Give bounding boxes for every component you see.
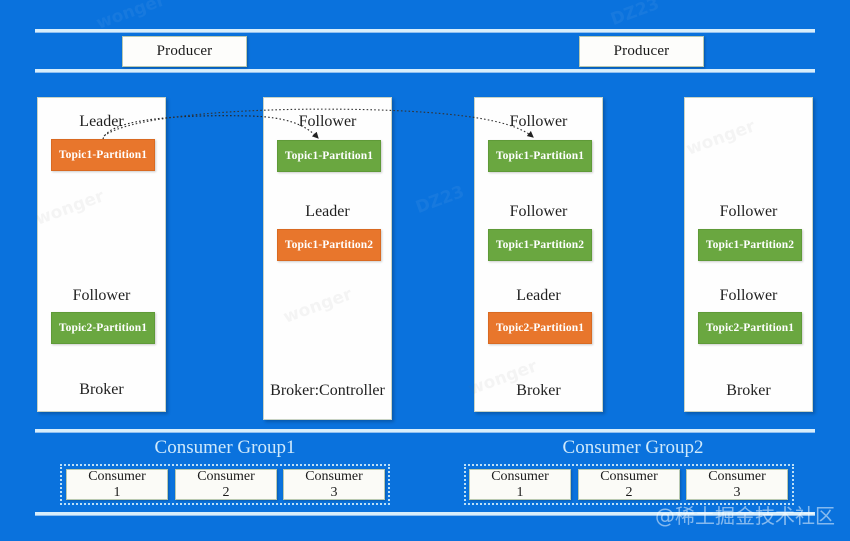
background-watermark: wonger: [280, 284, 355, 328]
broker-column-3[interactable]: wonger Follower Topic1-Partition1 Follow…: [466, 97, 603, 412]
broker1-slot-1: Leader: [38, 112, 165, 132]
role-label: Follower: [509, 113, 568, 130]
partition-label: Topic1-Partition2: [284, 239, 374, 251]
broker2-slot-2: Leader: [264, 202, 391, 222]
partition-label: Topic1-Partition1: [495, 150, 585, 162]
partition-follower-topic1-partition2[interactable]: Topic1-Partition2: [698, 229, 802, 261]
partition-label: Topic1-Partition1: [58, 149, 148, 161]
broker-name: Broker: [516, 382, 561, 399]
broker3-slot-3: Leader: [475, 286, 602, 306]
broker3-slot-2: Follower: [475, 202, 602, 222]
consumer-label: Consumer: [600, 468, 658, 484]
broker4-slot-2: Follower: [685, 286, 812, 306]
consumer-group-1-title: Consumer Group1: [154, 437, 296, 458]
broker-column-1[interactable]: wonger Leader Topic1-Partition1 Follower…: [33, 97, 166, 412]
consumer-group-2-container: [464, 464, 794, 505]
broker1-slot-2: Follower: [38, 286, 165, 306]
role-label: Leader: [516, 287, 561, 304]
partition-label: Topic1-Partition1: [284, 150, 374, 162]
broker-column-4[interactable]: wonger Follower Topic1-Partition2 Follow…: [684, 97, 813, 412]
partition-label: Topic2-Partition1: [705, 322, 795, 334]
broker4-slot-1: Follower: [685, 202, 812, 222]
partition-label: Topic1-Partition2: [495, 239, 585, 251]
partition-label: Topic2-Partition1: [495, 322, 585, 334]
role-label: Follower: [509, 203, 568, 220]
partition-follower-topic1-partition1[interactable]: Topic1-Partition1: [277, 140, 381, 172]
consumer-box-2-3[interactable]: Consumer 3: [686, 469, 788, 500]
partition-leader-topic1-partition1[interactable]: Topic1-Partition1: [51, 139, 155, 171]
consumer-index: 1: [113, 484, 121, 500]
partition-label: Topic2-Partition1: [58, 322, 148, 334]
broker-name: Broker:Controller: [270, 382, 385, 399]
broker-name: Broker: [79, 381, 124, 398]
broker2-slot-1: Follower: [264, 112, 391, 132]
role-label: Follower: [719, 287, 778, 304]
role-label: Follower: [298, 113, 357, 130]
partition-leader-topic2-partition1[interactable]: Topic2-Partition1: [488, 312, 592, 344]
broker-name: Broker: [726, 382, 771, 399]
consumer-index: 2: [222, 484, 230, 500]
consumer-box-1-3[interactable]: Consumer 3: [283, 469, 385, 500]
broker3-slot-1: Follower: [475, 112, 602, 132]
consumer-label: Consumer: [305, 468, 363, 484]
partition-follower-topic1-partition2[interactable]: Topic1-Partition2: [488, 229, 592, 261]
partition-leader-topic1-partition2[interactable]: Topic1-Partition2: [277, 229, 381, 261]
consumer-label: Consumer: [88, 468, 146, 484]
site-watermark: @稀土掘金技术社区: [655, 504, 835, 528]
rule-consumer-bottom: [35, 512, 815, 515]
consumer-label: Consumer: [491, 468, 549, 484]
background-watermark: DZ23: [413, 182, 468, 218]
consumer-box-2-2[interactable]: Consumer 2: [578, 469, 680, 500]
consumer-index: 3: [733, 484, 741, 500]
role-label: Follower: [719, 203, 778, 220]
consumer-index: 3: [330, 484, 338, 500]
role-label: Leader: [305, 203, 350, 220]
consumer-group-2-title: Consumer Group2: [562, 437, 704, 458]
role-label: Follower: [72, 287, 131, 304]
consumer-label: Consumer: [197, 468, 255, 484]
partition-follower-topic2-partition1[interactable]: Topic2-Partition1: [698, 312, 802, 344]
producer-label: Producer: [156, 43, 213, 59]
producer-box-1[interactable]: Producer: [122, 36, 247, 67]
producer-label: Producer: [613, 43, 670, 59]
background-watermark: wonger: [683, 116, 758, 160]
rule-producer-bottom: [35, 69, 815, 72]
partition-follower-topic2-partition1[interactable]: Topic2-Partition1: [51, 312, 155, 344]
role-label: Leader: [79, 113, 124, 130]
broker-column-2[interactable]: wonger Follower Topic1-Partition1 Leader…: [263, 97, 392, 420]
background-watermark: wonger: [32, 186, 107, 230]
consumer-box-2-1[interactable]: Consumer 1: [469, 469, 571, 500]
consumer-box-1-1[interactable]: Consumer 1: [66, 469, 168, 500]
partition-label: Topic1-Partition2: [705, 239, 795, 251]
rule-consumer-top: [35, 429, 815, 432]
consumer-label: Consumer: [708, 468, 766, 484]
consumer-group-1-container: [60, 464, 390, 505]
consumer-index: 1: [516, 484, 524, 500]
producer-box-2[interactable]: Producer: [579, 36, 704, 67]
background-watermark: DZ23: [608, 0, 663, 30]
consumer-index: 2: [625, 484, 633, 500]
consumer-box-1-2[interactable]: Consumer 2: [175, 469, 277, 500]
rule-producer-top: [35, 29, 815, 32]
partition-follower-topic1-partition1[interactable]: Topic1-Partition1: [488, 140, 592, 172]
